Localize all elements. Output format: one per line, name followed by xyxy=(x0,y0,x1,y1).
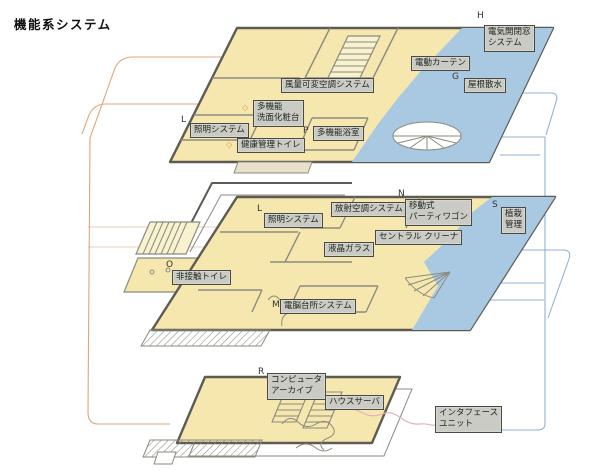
index-letter-p: P xyxy=(303,126,309,136)
index-letter-n: N xyxy=(398,189,405,199)
label-lighting-system-3f: 照明システム xyxy=(190,123,249,139)
label-house-server: ハウスサーバ xyxy=(325,395,384,411)
bottom-floor xyxy=(142,375,413,465)
label-touchless-toilet: 非接触トイレ xyxy=(172,270,232,286)
figure-title: 機能系システム xyxy=(14,17,112,32)
index-marker-health-toilet: ◇ xyxy=(226,140,233,149)
index-letter-s: S xyxy=(492,200,498,210)
label-vav-aircon-system: 風量可変空調システム xyxy=(281,78,374,94)
straight-stair xyxy=(324,35,381,85)
label-lcd-glass: 液晶ガラス xyxy=(324,242,375,258)
label-multifunction-bath: 多機能浴室 xyxy=(313,126,364,142)
label-electric-curtain: 電動カーテン xyxy=(411,56,471,72)
index-letter-l3: L xyxy=(181,115,187,125)
label-radiant-aircon-system: 放射空調システム xyxy=(331,202,407,218)
index-letter-m: M xyxy=(272,300,280,310)
label-interface-unit: インタフェース ユニット xyxy=(435,406,503,433)
label-health-toilet: 健康管理トイレ xyxy=(237,138,305,154)
index-letter-r: R xyxy=(258,367,265,377)
label-multifunction-vanity: 多機能 洗面化粧台 xyxy=(253,100,304,127)
label-central-cleaner: セントラル クリーナ xyxy=(375,230,463,246)
label-roof-sprinkler: 屋根散水 xyxy=(464,78,507,94)
index-letter-g: G xyxy=(452,72,459,82)
label-mobile-party-wagon: 移動式 パーティワゴン xyxy=(405,199,472,226)
middle-stair-fan xyxy=(404,271,451,299)
index-letter-l2: L xyxy=(257,204,263,214)
label-planting-management: 植栽 管理 xyxy=(501,207,527,234)
external-stair xyxy=(135,221,201,255)
label-lighting-system-2f: 照明システム xyxy=(264,213,323,229)
index-letter-h: H xyxy=(477,11,484,21)
label-electric-window-system: 電気開閉窓 システム xyxy=(484,25,535,52)
index-marker-vanity: ◇ xyxy=(242,103,249,112)
label-computer-archive: コンピュータ アーカイブ xyxy=(267,373,327,400)
label-cyber-kitchen-system: 電脳台所システム xyxy=(280,299,356,315)
index-letter-o: O xyxy=(166,260,174,270)
spiral-stair xyxy=(392,121,462,151)
